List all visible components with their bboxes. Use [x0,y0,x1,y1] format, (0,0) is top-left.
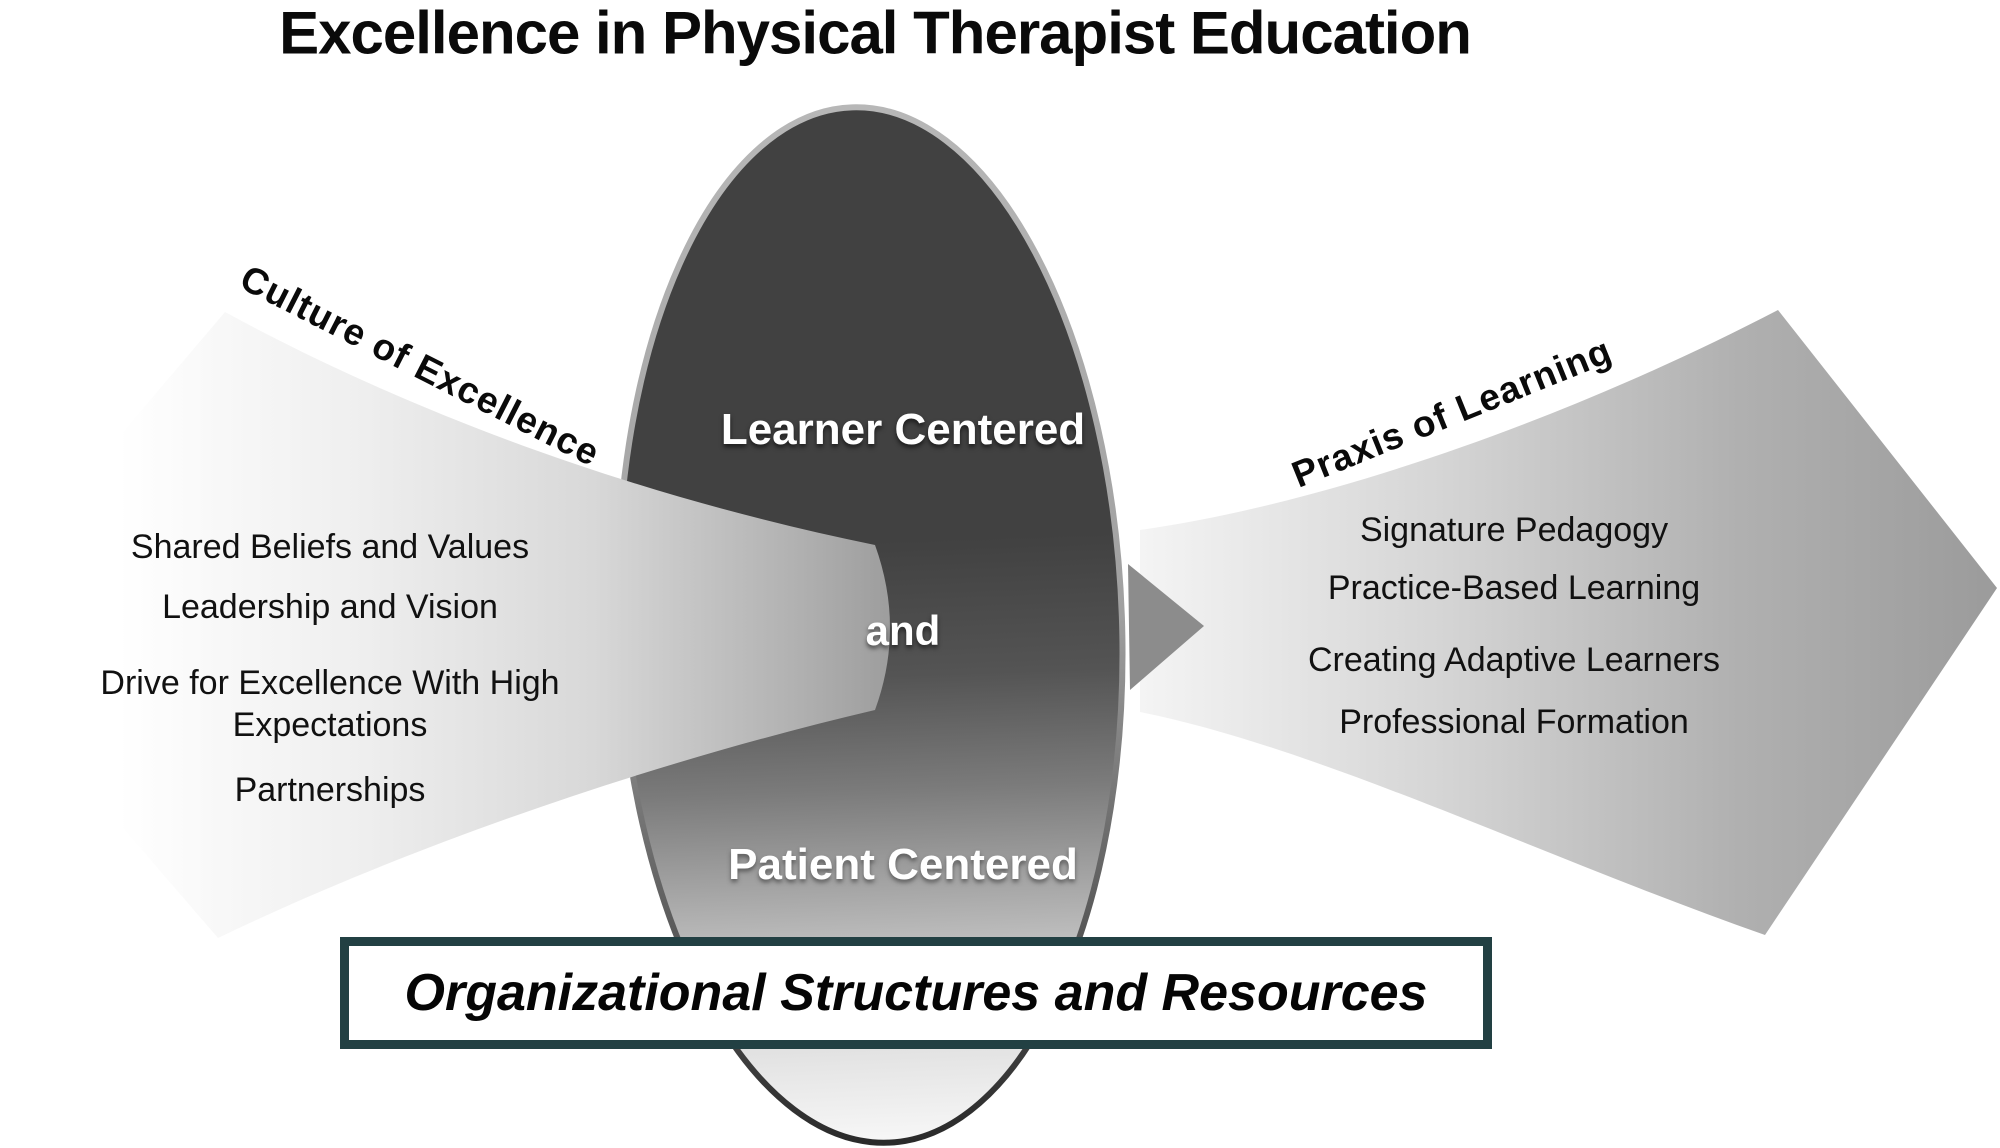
left-flow-funnel-shape [123,312,890,938]
right-flow-item: Professional Formation [1339,703,1689,741]
left-flow-item: Partnerships [234,771,426,809]
ellipse-label-learner-centered: Learner Centered [720,405,1086,454]
ellipse-label-patient-centered: Patient Centered [728,840,1078,889]
ellipse-label-and: and [865,607,941,654]
left-flow-item: Leadership and Vision [162,588,498,626]
page-title: Excellence in Physical Therapist Educati… [279,0,1472,67]
right-flow-item: Creating Adaptive Learners [1307,641,1721,679]
right-flow-arrow-shape [1140,310,1997,935]
organizational-structures-box: Organizational Structures and Resources [340,937,1492,1049]
right-flow-item: Practice-Based Learning [1327,569,1701,607]
flow-arrowhead-icon [1128,564,1204,690]
right-flow-item: Signature Pedagogy [1359,511,1669,549]
left-flow-item: Shared Beliefs and Values [130,528,530,566]
left-flow-item: Drive for Excellence With High Expectati… [100,664,560,744]
organizational-structures-label: Organizational Structures and Resources [404,964,1428,1022]
